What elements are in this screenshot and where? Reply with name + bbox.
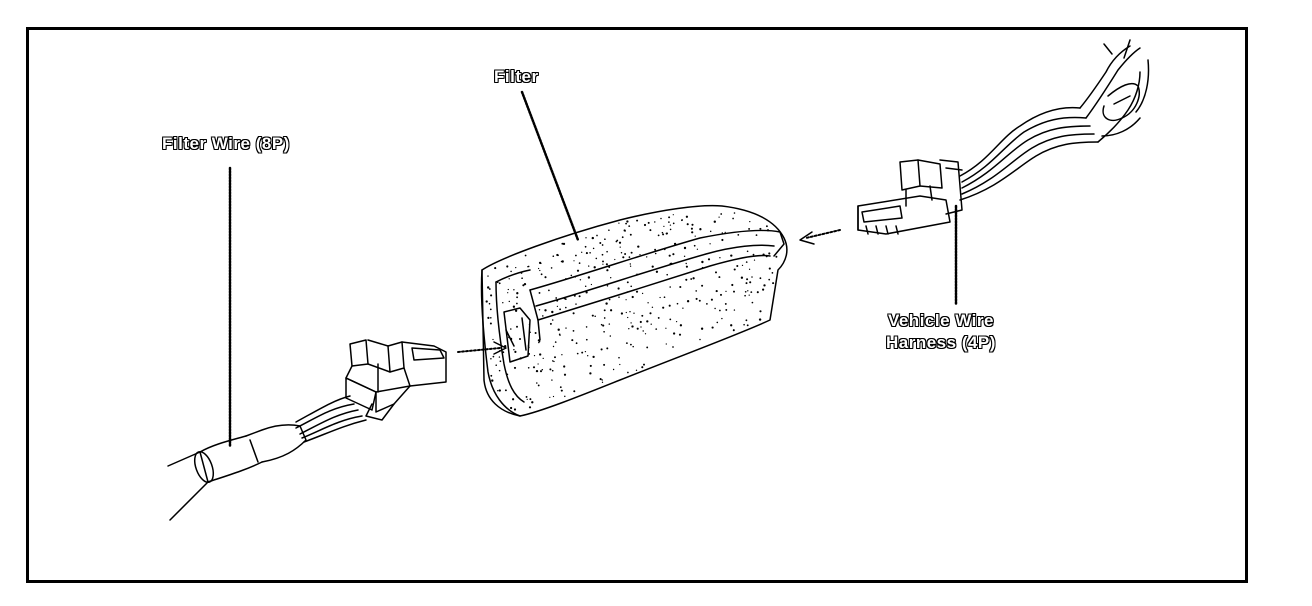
filter-wire-cable — [167, 395, 367, 521]
filter-body — [480, 204, 788, 417]
filter-wire-connector — [345, 339, 447, 421]
insert-arrow-left — [457, 341, 507, 355]
filter-foam-texture — [485, 212, 778, 411]
vehicle-label-line1: Vehicle Wire — [887, 311, 994, 330]
vehicle-harness-wires — [959, 39, 1150, 201]
vehicle-harness-connector — [857, 159, 963, 235]
vehicle-wire-harness-label: Vehicle Wire Harness (4P) — [886, 310, 996, 354]
leader-lines — [228, 90, 958, 448]
filter-label: Filter — [494, 67, 539, 86]
vehicle-label-line2: Harness (4P) — [886, 333, 996, 352]
filter-wire-label: Filter Wire (8P) — [162, 134, 290, 153]
insert-arrow-right — [799, 229, 841, 245]
